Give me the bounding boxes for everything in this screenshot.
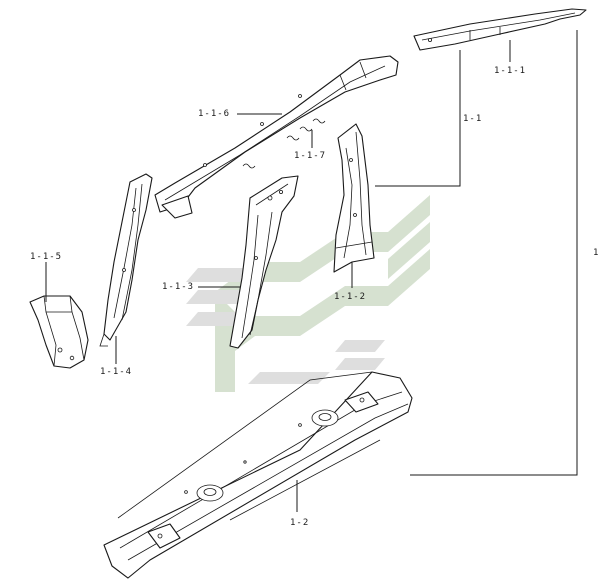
leader-1-1 [375, 50, 461, 187]
label-1-1-2: 1-1-2 [334, 292, 367, 302]
part-1-1-3 [229, 175, 299, 349]
leader-1 [410, 30, 578, 476]
part-1-1-6 [154, 55, 399, 219]
label-1-1-6: 1-1-6 [198, 109, 231, 119]
part-1-2 [103, 371, 413, 579]
label-1: 1 [593, 248, 600, 258]
leader-lines [45, 30, 578, 512]
part-1-1-7 [242, 118, 326, 169]
label-1-1-3: 1-1-3 [162, 282, 195, 292]
company-logo-watermark [186, 195, 430, 392]
label-1-2: 1-2 [290, 518, 310, 528]
label-1-1-1: 1-1-1 [494, 66, 527, 76]
part-1-1-5 [29, 295, 89, 369]
label-1-1: 1-1 [463, 114, 483, 124]
part-1-1-1 [413, 8, 587, 51]
label-1-1-7: 1-1-7 [294, 151, 327, 161]
mount-pad-left [196, 484, 224, 502]
part-1-1-4 [99, 173, 153, 347]
label-1-1-4: 1-1-4 [100, 367, 133, 377]
mount-pad-right [311, 409, 339, 427]
part-1-1-2 [333, 123, 375, 273]
label-1-1-5: 1-1-5 [30, 252, 63, 262]
